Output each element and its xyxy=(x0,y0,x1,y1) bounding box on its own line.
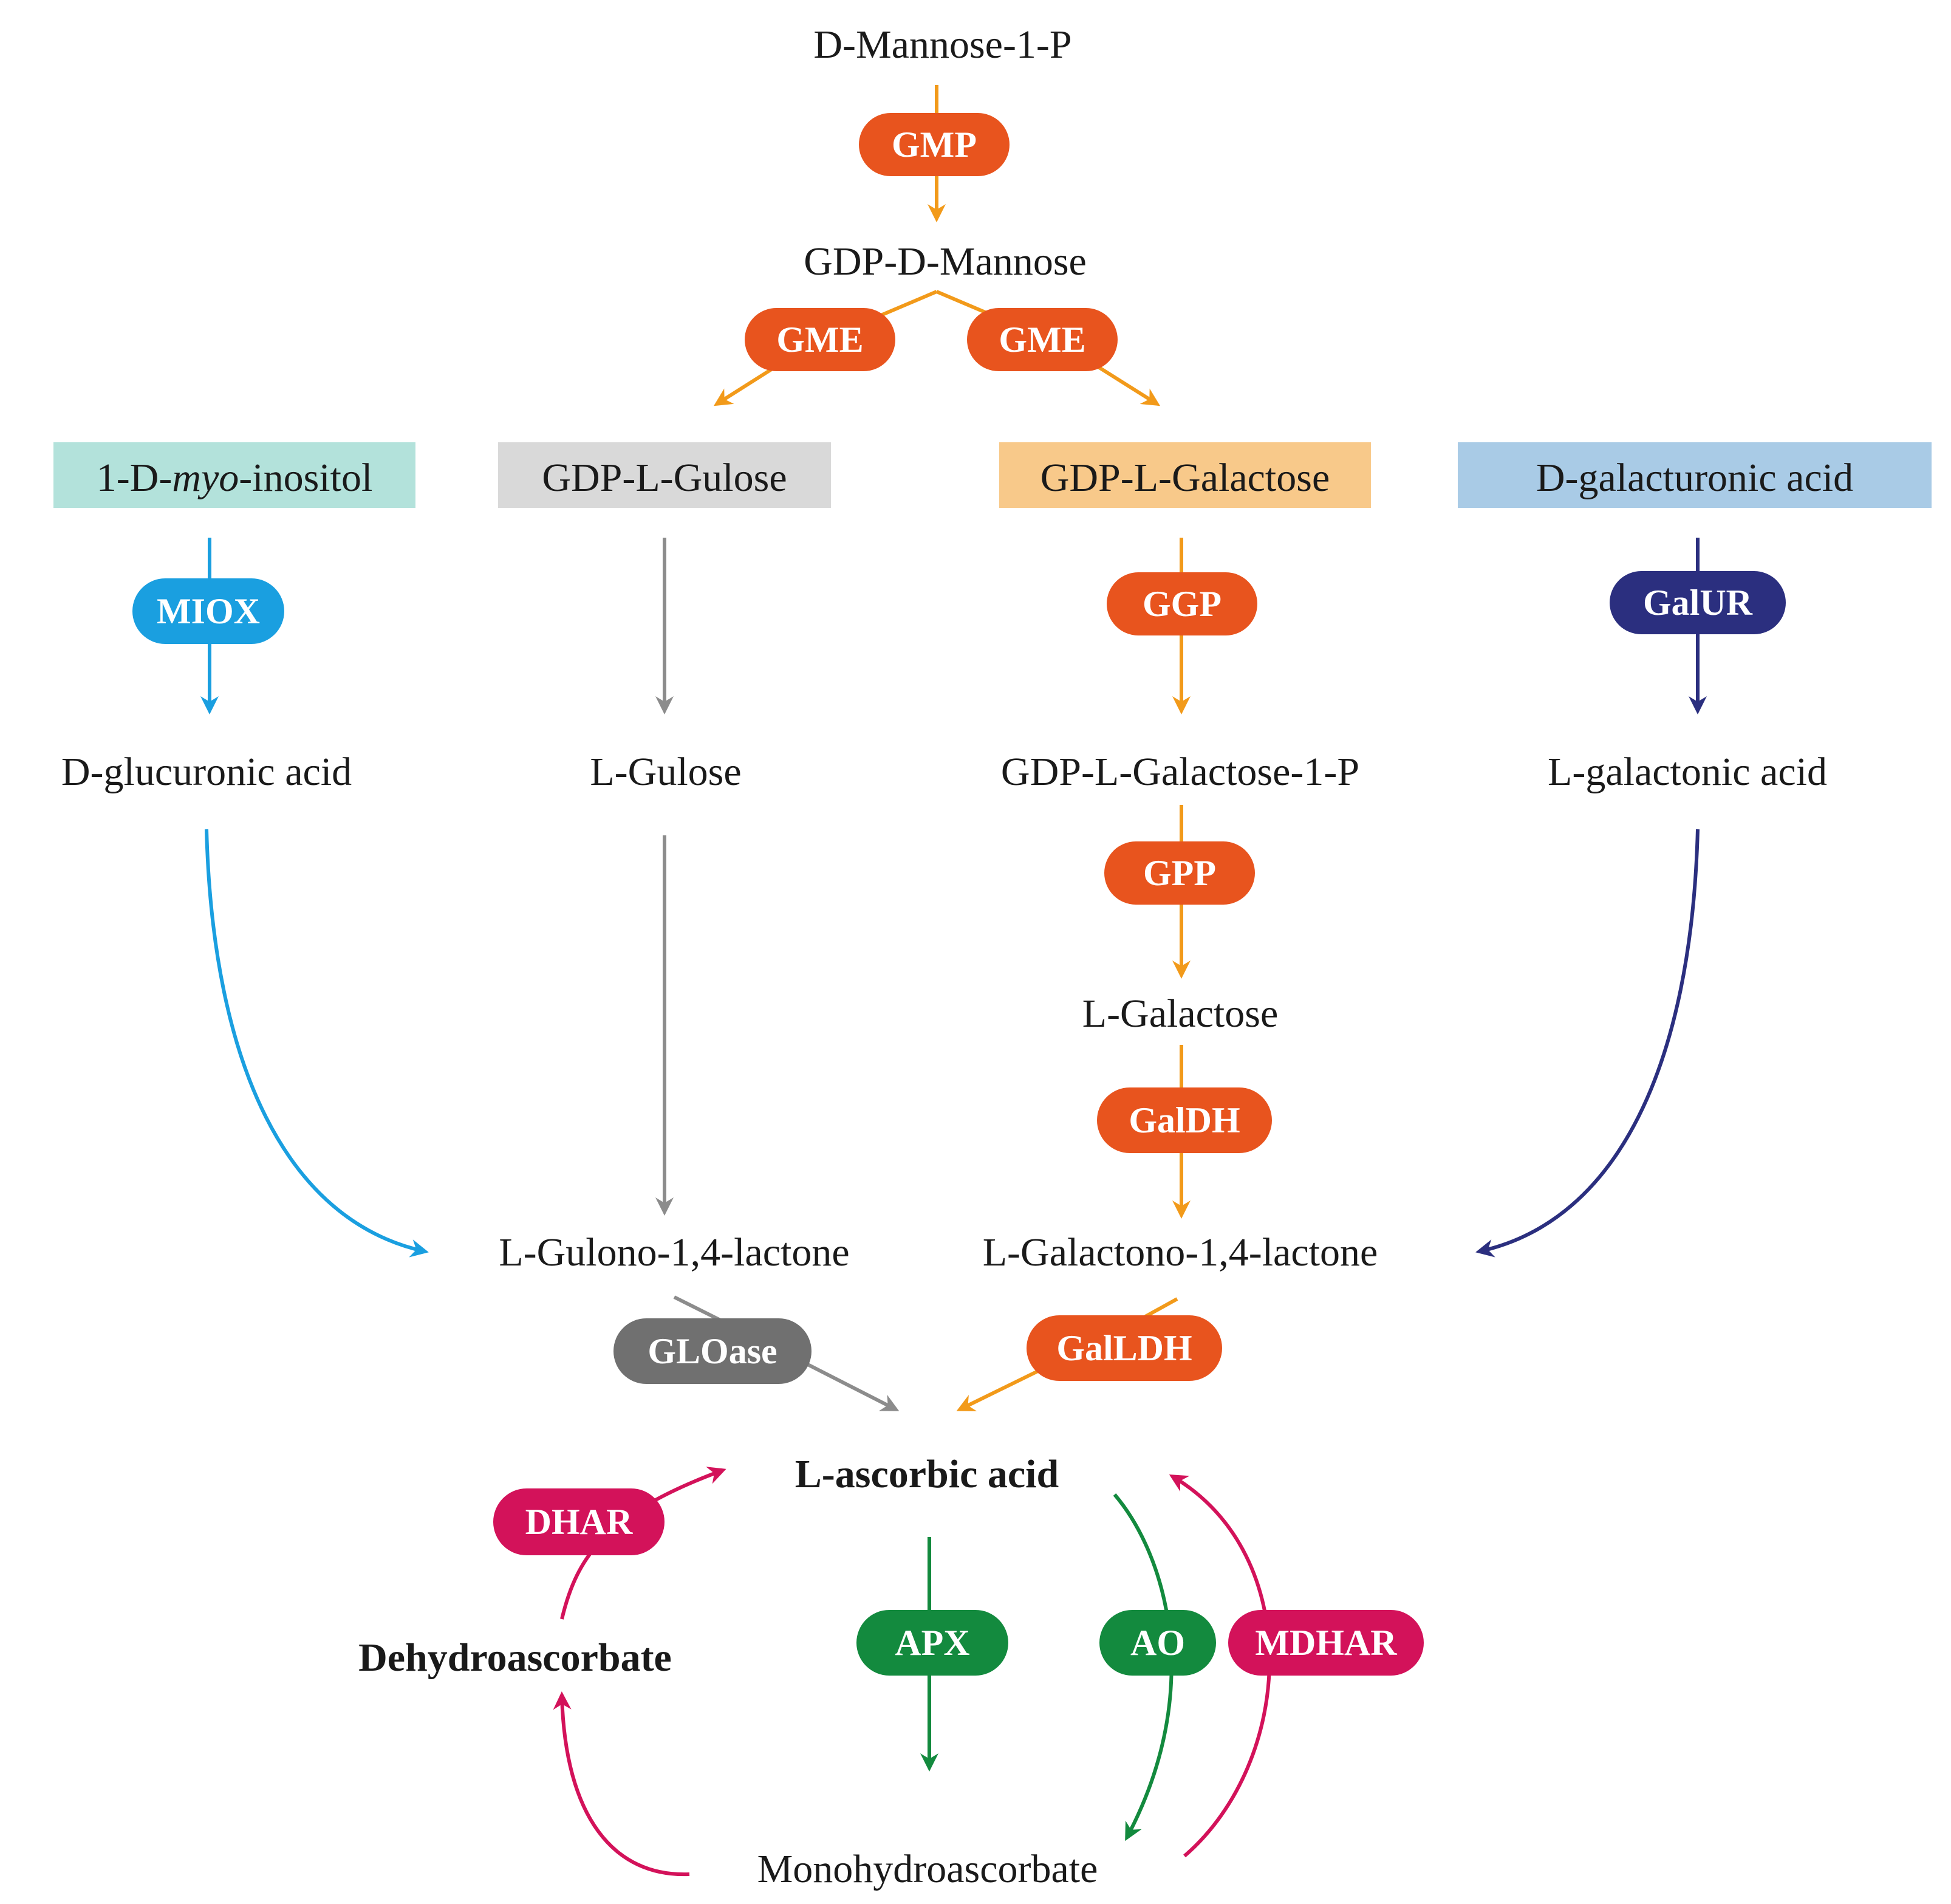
metabolite-labels: D-Mannose-1-P GDP-D-Mannose 1-D-myo-inos… xyxy=(61,22,1853,1891)
label-l-galactono-lactone: L-Galactono-1,4-lactone xyxy=(983,1230,1378,1275)
box-d-galacturonic-acid xyxy=(1458,442,1932,508)
label-myo-inositol: 1-D-myo-inositol xyxy=(97,456,373,500)
enzyme-gloase: GLOase xyxy=(613,1318,811,1384)
arrow-glucuronic-to-gulonolactone xyxy=(205,829,429,1258)
label-myo-inositol-suffix: -inositol xyxy=(239,456,372,500)
enzyme-gloase-label: GLOase xyxy=(647,1331,777,1371)
enzyme-apx-pill xyxy=(856,1610,1008,1676)
label-d-mannose-1-p: D-Mannose-1-P xyxy=(813,22,1071,67)
enzyme-gme-left-label: GME xyxy=(776,320,863,360)
enzyme-miox-label: MIOX xyxy=(157,591,260,631)
enzyme-galldh: GalLDH xyxy=(1027,1315,1222,1381)
enzyme-gme-left-pill xyxy=(745,308,895,371)
enzyme-ggp-label: GGP xyxy=(1143,584,1222,624)
enzyme-mdhar-pill xyxy=(1228,1610,1424,1676)
enzyme-gmp: GMP xyxy=(859,113,1010,176)
enzyme-gpp-pill xyxy=(1104,841,1255,905)
enzyme-dhar: DHAR xyxy=(493,1488,665,1555)
arrow-galactonic-to-galactonolactone xyxy=(1475,829,1700,1258)
label-dehydroascorbate: Dehydroascorbate xyxy=(358,1635,672,1680)
enzyme-gpp: GPP xyxy=(1104,841,1255,905)
label-l-galactonic-acid: L-galactonic acid xyxy=(1548,750,1827,794)
enzyme-gme-right-label: GME xyxy=(999,320,1085,360)
enzyme-ggp: GGP xyxy=(1107,572,1257,635)
enzyme-ao: AO xyxy=(1099,1610,1216,1676)
enzyme-apx-label: APX xyxy=(895,1623,969,1663)
precursor-boxes xyxy=(53,442,1932,508)
enzyme-pills: GMP GME GME MIOX GGP GalUR GPP GalDH xyxy=(132,113,1786,1676)
enzyme-galur-pill xyxy=(1610,571,1786,634)
enzyme-galur-label: GalUR xyxy=(1643,583,1753,623)
enzyme-gmp-label: GMP xyxy=(892,125,977,165)
enzyme-miox: MIOX xyxy=(132,578,284,644)
label-d-glucuronic-acid: D-glucuronic acid xyxy=(61,750,352,794)
enzyme-gme-right-pill xyxy=(967,308,1118,371)
label-l-galactose: L-Galactose xyxy=(1082,991,1279,1036)
enzyme-galldh-pill xyxy=(1027,1315,1222,1381)
enzyme-dhar-label: DHAR xyxy=(525,1502,633,1542)
enzyme-gme-right: GME xyxy=(967,308,1118,371)
enzyme-galdh-label: GalDH xyxy=(1129,1100,1240,1140)
label-gdp-l-galactose-1-p: GDP-L-Galactose-1-P xyxy=(1001,750,1359,794)
label-l-gulono-lactone: L-Gulono-1,4-lactone xyxy=(499,1230,849,1275)
label-myo-inositol-prefix: 1-D- xyxy=(97,456,173,500)
enzyme-ao-pill xyxy=(1099,1610,1216,1676)
enzyme-mdhar: MDHAR xyxy=(1228,1610,1424,1676)
enzyme-gme-left: GME xyxy=(745,308,895,371)
enzyme-gloase-pill xyxy=(613,1318,811,1384)
box-gdp-l-galactose xyxy=(999,442,1371,508)
label-l-gulose: L-Gulose xyxy=(590,750,741,794)
label-gdp-l-galactose: GDP-L-Galactose xyxy=(1040,456,1330,500)
enzyme-galdh: GalDH xyxy=(1097,1087,1272,1153)
label-monohydroascorbate: Monohydroascorbate xyxy=(757,1847,1098,1891)
enzyme-ggp-pill xyxy=(1107,572,1257,635)
box-gdp-l-gulose xyxy=(498,442,831,508)
enzyme-miox-pill xyxy=(132,578,284,644)
enzyme-ao-label: AO xyxy=(1130,1623,1185,1663)
arrows xyxy=(200,85,1707,1877)
box-myo-inositol xyxy=(53,442,415,508)
enzyme-apx: APX xyxy=(856,1610,1008,1676)
arrow-monohydro-to-dehydroascorbate xyxy=(553,1691,690,1877)
label-d-galacturonic-acid: D-galacturonic acid xyxy=(1536,456,1853,500)
enzyme-galldh-label: GalLDH xyxy=(1056,1328,1192,1368)
enzyme-gpp-label: GPP xyxy=(1143,853,1216,893)
label-gdp-d-mannose: GDP-D-Mannose xyxy=(804,239,1087,284)
label-l-ascorbic-acid: L-ascorbic acid xyxy=(795,1452,1059,1496)
enzyme-mdhar-label: MDHAR xyxy=(1255,1623,1397,1663)
label-myo-inositol-italic: myo xyxy=(172,456,239,500)
enzyme-galdh-pill xyxy=(1097,1087,1272,1153)
enzyme-gmp-pill xyxy=(859,113,1010,176)
label-gdp-l-gulose: GDP-L-Gulose xyxy=(542,456,787,500)
enzyme-galur: GalUR xyxy=(1610,571,1786,634)
enzyme-dhar-pill xyxy=(493,1488,665,1555)
